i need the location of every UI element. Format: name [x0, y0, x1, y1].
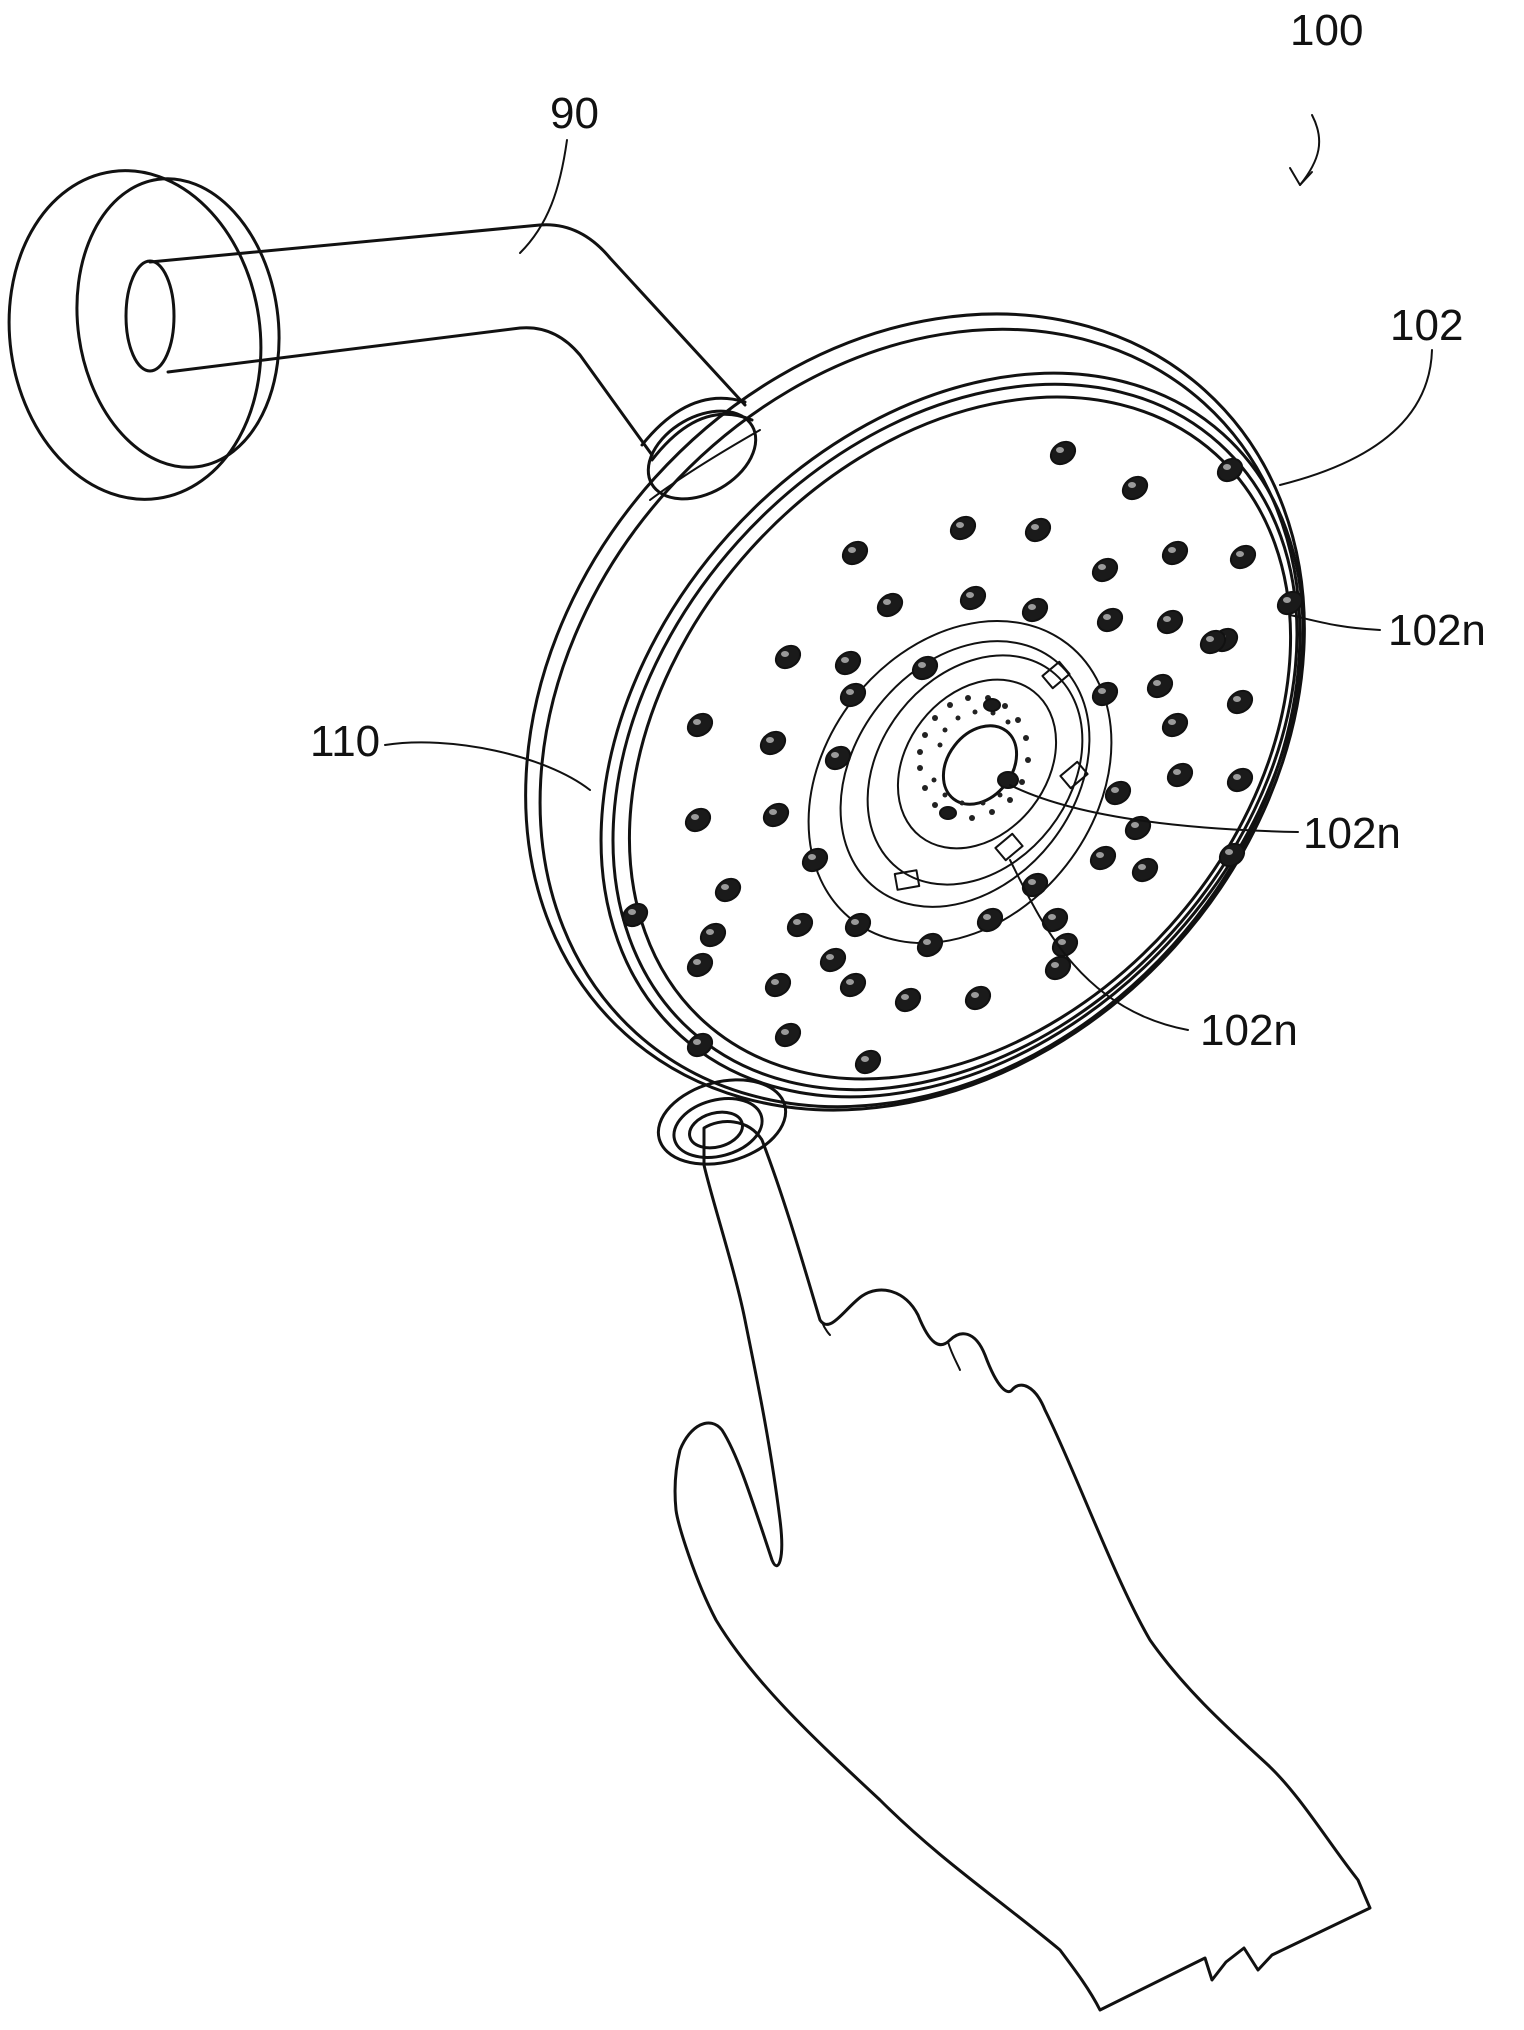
- spray-nozzle: [784, 909, 817, 940]
- spray-nozzle: [619, 899, 652, 930]
- center-nozzles: [940, 699, 1018, 819]
- spray-nozzle: [837, 679, 870, 710]
- spray-nozzle: [1227, 541, 1260, 572]
- micro-nozzle-ring: [917, 695, 1031, 821]
- spray-nozzle: [1089, 554, 1122, 585]
- spray-nozzle: [839, 537, 872, 568]
- spray-nozzle: [799, 844, 832, 875]
- spray-nozzle: [684, 1029, 717, 1060]
- spray-nozzle: [1159, 709, 1192, 740]
- label-nozzle-lower: 102n: [1200, 1006, 1298, 1055]
- spray-nozzle: [914, 929, 947, 960]
- mode-indicator-icons: [895, 662, 1088, 890]
- spray-nozzle: [760, 799, 793, 830]
- spray-nozzle: [1129, 854, 1162, 885]
- leader-lines: [385, 115, 1432, 1030]
- label-nozzle-center: 102n: [1303, 809, 1401, 858]
- spray-nozzle: [772, 641, 805, 672]
- spray-nozzle-field: [619, 437, 1307, 1077]
- spray-nozzle: [1122, 812, 1155, 843]
- spray-nozzle: [712, 874, 745, 905]
- label-arm: 90: [550, 89, 599, 138]
- spray-nozzle: [852, 1046, 885, 1077]
- spray-nozzle: [874, 589, 907, 620]
- wall-flange: [0, 154, 297, 516]
- spray-nozzle: [1119, 472, 1152, 503]
- spray-nozzle: [1094, 604, 1127, 635]
- spray-nozzle: [957, 582, 990, 613]
- spray-nozzle: [697, 919, 730, 950]
- spray-nozzle: [1144, 670, 1177, 701]
- spray-nozzle: [1224, 764, 1257, 795]
- spray-nozzle: [1164, 759, 1197, 790]
- spray-nozzle: [892, 984, 925, 1015]
- spray-nozzle: [757, 727, 790, 758]
- spray-nozzle: [1087, 842, 1120, 873]
- spray-nozzle: [947, 512, 980, 543]
- label-housing: 110: [310, 717, 380, 766]
- spray-nozzle: [962, 982, 995, 1013]
- reference-labels: 100 90 102 110 102n 102n 102n: [310, 6, 1486, 1055]
- label-face: 102: [1390, 301, 1463, 350]
- spray-nozzle: [1039, 904, 1072, 935]
- spray-head-housing: [365, 156, 1465, 1268]
- shower-arm: [150, 225, 771, 517]
- label-assembly: 100: [1290, 6, 1363, 55]
- spray-nozzle: [822, 742, 855, 773]
- hand-illustration: [675, 1122, 1370, 2010]
- spray-nozzle: [1089, 678, 1122, 709]
- spray-nozzle: [682, 804, 715, 835]
- spray-nozzle: [817, 944, 850, 975]
- spray-nozzle: [684, 949, 717, 980]
- spray-nozzle: [1049, 929, 1082, 960]
- spray-nozzle: [1019, 594, 1052, 625]
- spray-nozzle: [832, 647, 865, 678]
- spray-nozzle: [1224, 686, 1257, 717]
- spray-nozzle: [1042, 952, 1075, 983]
- spray-nozzle: [1154, 606, 1187, 637]
- label-nozzle-right: 102n: [1388, 606, 1486, 655]
- spray-nozzle: [684, 709, 717, 740]
- spray-nozzle: [772, 1019, 805, 1050]
- spray-nozzle: [762, 969, 795, 1000]
- spray-nozzle: [1022, 514, 1055, 545]
- spray-nozzle: [1047, 437, 1080, 468]
- spray-nozzle: [1159, 537, 1192, 568]
- spray-nozzle: [837, 969, 870, 1000]
